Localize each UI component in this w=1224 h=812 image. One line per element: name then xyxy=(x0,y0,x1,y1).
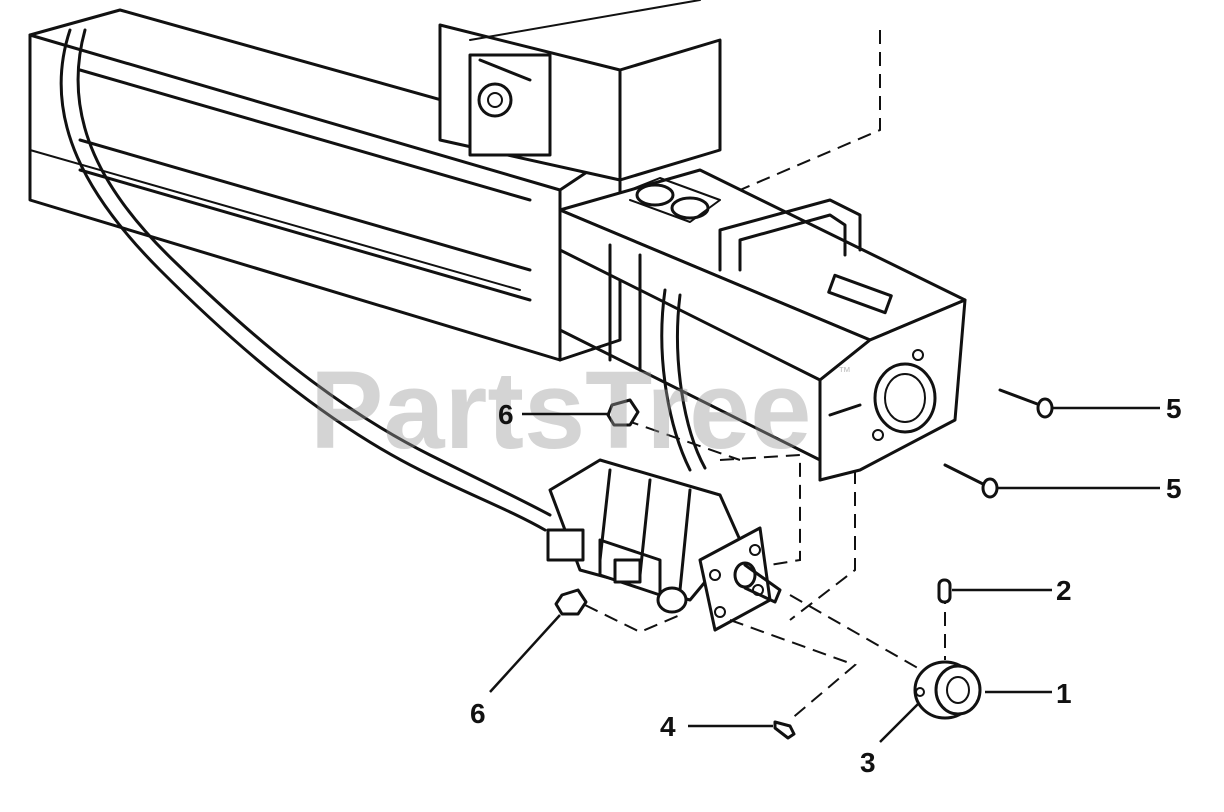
gear-pump xyxy=(546,458,782,632)
assembly-lines xyxy=(584,419,946,721)
watermark: PartsTree ™ xyxy=(310,349,851,472)
callout-6-upper: 6 xyxy=(498,399,514,430)
callout-5-lower: 5 xyxy=(1166,473,1182,504)
small-parts xyxy=(554,388,1054,740)
key xyxy=(773,720,796,740)
nut-lower xyxy=(554,588,588,616)
watermark-text: PartsTree xyxy=(310,349,811,472)
bolt-upper xyxy=(998,388,1054,419)
callout-2: 2 xyxy=(1056,575,1072,606)
coupling xyxy=(913,660,982,720)
beam-assembly xyxy=(28,0,881,362)
callout-3: 3 xyxy=(860,747,876,778)
bolt-lower xyxy=(943,463,999,499)
hydraulic-hose xyxy=(59,28,707,532)
callouts: 6 5 5 2 1 6 4 3 xyxy=(470,393,1182,778)
pin xyxy=(937,578,952,604)
callout-5-upper: 5 xyxy=(1166,393,1182,424)
callout-6-lower: 6 xyxy=(470,698,486,729)
callout-4: 4 xyxy=(660,711,676,742)
mounting-bracket xyxy=(558,168,967,482)
callout-1: 1 xyxy=(1056,678,1072,709)
watermark-trademark: ™ xyxy=(838,364,851,379)
